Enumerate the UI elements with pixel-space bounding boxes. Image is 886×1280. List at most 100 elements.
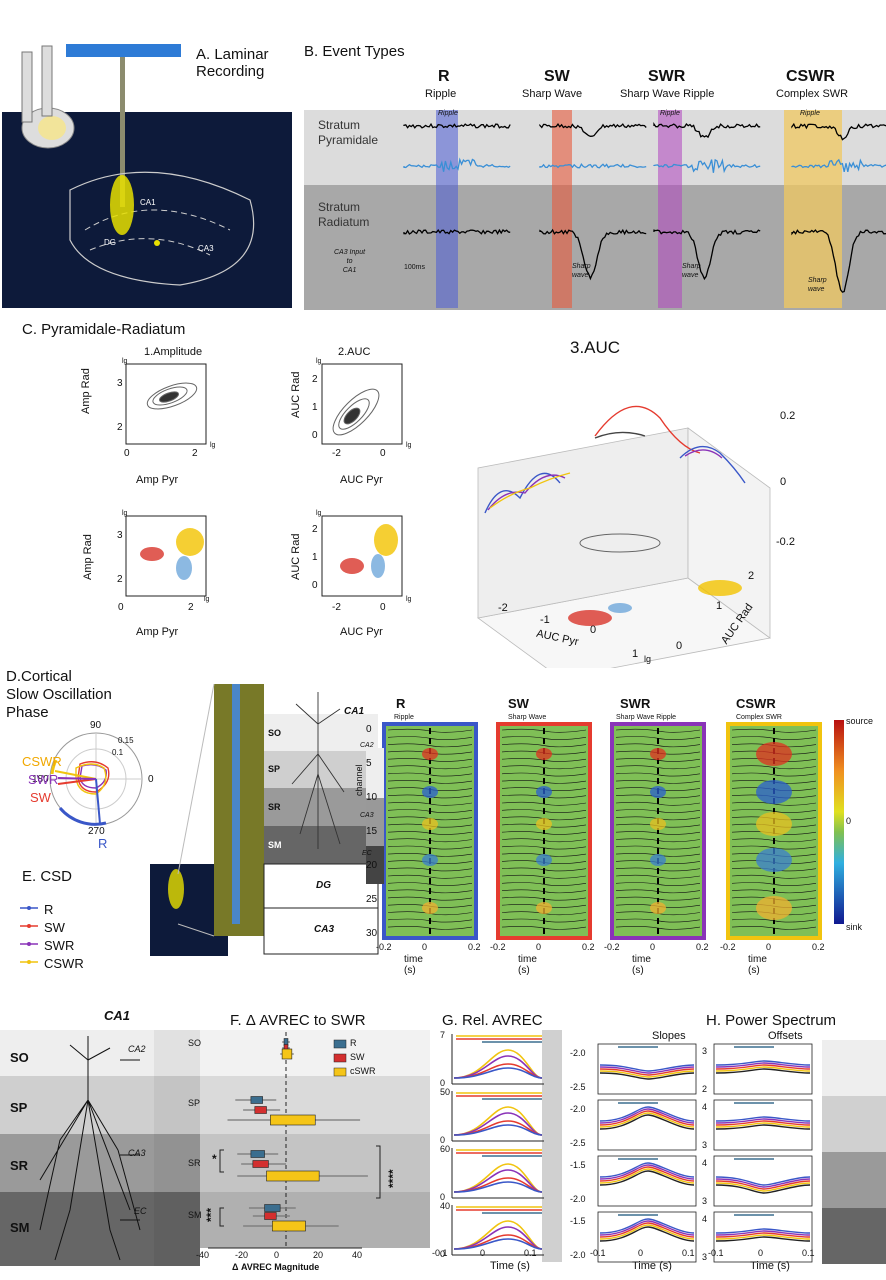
csd-sink-source [650,902,666,914]
h-spectrum-curve [715,1232,811,1238]
csd-time-tick: -0.2 [376,942,392,952]
h-spectrum-curve [715,1118,811,1124]
h-layer-band [822,1208,886,1264]
h-spectrum-curve [599,1106,695,1122]
csd-channel-trace [501,772,587,777]
h-spectrum-curve [599,1218,695,1234]
h-spectrum-curve [715,1124,811,1130]
csd-channel-trace [387,772,473,777]
csd-time-tick: 0.2 [582,942,595,952]
e-layer-sm: SM [268,840,282,850]
h-spectrum-curve [599,1072,695,1080]
csd-channel-trace [387,743,473,748]
csd-sink-source [422,854,438,866]
bl-so: SO [10,1050,29,1065]
csd-channel-trace [387,845,473,850]
h-slope-tick: -2.5 [570,1138,586,1148]
h-spectrum-curve [599,1110,695,1126]
csd-title-cswr: CSWR [736,696,776,711]
channel-tick: 20 [366,860,378,871]
amp-pyr-label-2: Amp Pyr [136,626,179,638]
csd-sink-source [536,748,552,760]
polar-90: 90 [90,720,102,731]
lg-tag-5: lg [122,510,128,517]
g-ytick-max: 50 [440,1087,451,1097]
e-ca3in-label: CA3 [360,812,374,819]
h-spectrum-curve [599,1224,695,1240]
csd-channel-trace [501,743,587,748]
g-xtick-m01: -0.1 [432,1248,448,1258]
auc-rad-label: AUC Rad [290,371,302,418]
h-spectrum-curve [599,1066,695,1074]
legend-swr: SWR [44,938,75,953]
g-ytick-max: 60 [440,1144,451,1154]
panel-b-title: B. Event Types [304,43,405,60]
csd-sink-source [650,748,666,760]
auc-subtitle: 2.AUC [338,346,371,358]
csd-time-tick: 0.2 [468,942,481,952]
h-spectrum-curve [599,1108,695,1124]
amp-ytick-3: 3 [117,378,123,389]
f-xtick: -20 [235,1250,249,1260]
event-trace [539,228,647,281]
amp-ytick-2: 2 [117,422,123,433]
channel-tick: 5 [366,758,372,769]
g-ytick-zero: 0 [440,1192,446,1202]
csd-title-sw: SW [508,696,529,711]
event-trace [653,158,761,174]
auc-ytick-0: 0 [312,430,318,441]
panel-h: H. Power Spectrum Slopes Offsets -2.0-2.… [562,1012,886,1274]
csd-panel-frame [610,722,706,940]
csd-histology [150,684,844,956]
h-slopes-label: Slopes [652,1030,686,1042]
amp-rad-label: Amp Rad [80,368,92,414]
channel-axis-label: channel [354,764,364,796]
f-legend-cswr: cSWR [350,1066,376,1076]
h-xtick-o-0: 0 [758,1248,764,1258]
csd-channel-trace [501,765,587,770]
h-spectrum-curve [599,1164,695,1180]
h-spectrum-curve [715,1122,811,1128]
ca3-label: CA3 [198,244,214,253]
cb-source: source [846,716,874,726]
csd-channel-trace [731,882,817,886]
power-spectrum-plots [597,1040,886,1264]
h-spectrum-curve [599,1162,695,1178]
h-xtick-o-01: 0.1 [802,1248,815,1258]
event-r-name: Ripple [425,88,457,100]
amplitude-subtitle: 1.Amplitude [144,346,203,358]
csd-sink-source [536,854,552,866]
g-xtick-0: 0 [480,1248,486,1258]
g-ytick-zero: 0 [440,1078,446,1088]
event-sw-code: SW [544,68,570,85]
z-tick-m02: -0.2 [776,536,795,548]
csd-sink-source [650,854,666,866]
z-tick-0: 0 [780,476,787,488]
panel-e-title: E. CSD [22,868,73,885]
amp-pyr-label: Amp Pyr [136,474,179,486]
h-spectrum-curve [599,1064,695,1072]
polar-r2: 0.1 [112,748,124,757]
bl-sm: SM [10,1220,30,1235]
bl-ca3: CA3 [128,1148,146,1158]
event-trace [403,228,511,235]
lg-tag-9: lg [644,654,652,664]
h-offset-tick: 3 [702,1046,708,1056]
csd-channel-trace [615,765,701,770]
contour-plots [125,363,771,668]
csd-band-sp [366,748,384,798]
event-trace [791,229,886,293]
csd-sink-source [536,902,552,914]
f-legend-r: R [350,1038,357,1048]
csd-sink-source [422,902,438,914]
amp2-ytick-3: 3 [117,530,123,541]
csd-channel-trace [501,874,587,879]
f-xlabel: Δ AVREC Magnitude [232,1262,320,1272]
g-avrec-curve [453,1220,543,1250]
event-trace [791,122,886,141]
csd-panel-frame [726,722,822,940]
auc-pyr-label-2: AUC Pyr [340,626,383,638]
dg-label: DG [104,238,116,247]
csd-time-tick: -0.2 [720,942,736,952]
